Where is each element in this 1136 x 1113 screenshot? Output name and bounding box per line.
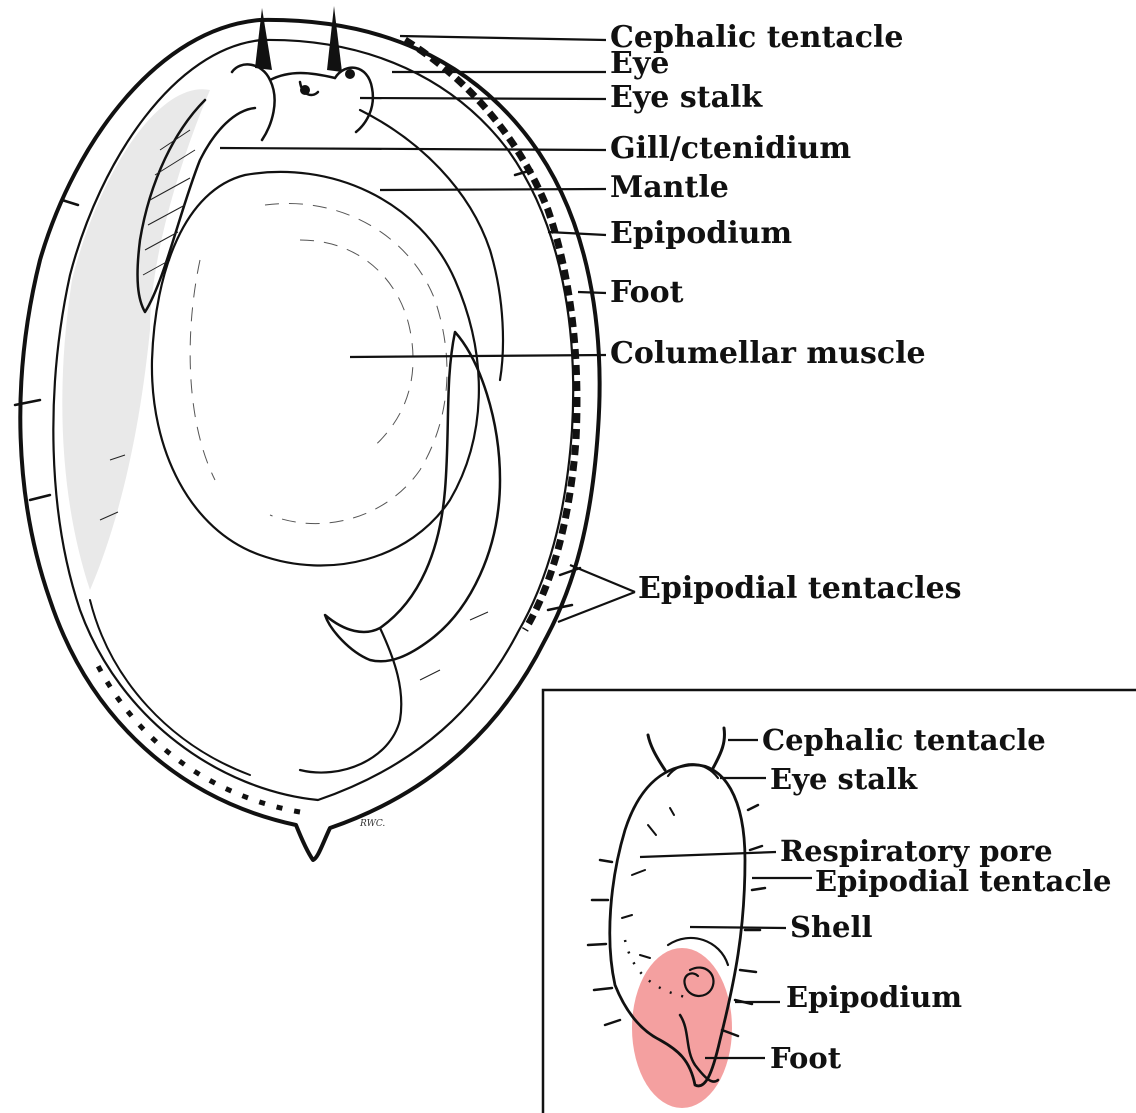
inset-label-eye-stalk: Eye stalk (770, 762, 918, 796)
inset-label-epipodium: Epipodium (786, 980, 962, 1014)
inset-label-epipodial-tentacle: Epipodial tentacle (815, 864, 1111, 898)
label-epipodium: Epipodium (610, 216, 792, 251)
abalone-ventral-view: RWC. (15, 6, 600, 860)
label-foot: Foot (610, 275, 684, 310)
main-labels: Cephalic tentacle Eye Eye stalk Gill/cte… (610, 20, 962, 606)
label-eye: Eye (610, 46, 669, 81)
label-gill: Gill/ctenidium (610, 131, 851, 166)
artist-signature: RWC. (359, 819, 385, 829)
label-eye-stalk: Eye stalk (610, 80, 763, 115)
inset-label-foot: Foot (770, 1041, 842, 1075)
inset-label-respiratory-pore: Respiratory pore (780, 834, 1053, 868)
label-epipodial-tentacles: Epipodial tentacles (638, 571, 962, 606)
main-leader-lines (220, 36, 635, 622)
inset-label-cephalic-tentacle: Cephalic tentacle (762, 723, 1046, 757)
label-mantle: Mantle (610, 170, 729, 205)
label-columellar-muscle: Columellar muscle (610, 336, 926, 371)
foot-highlight (632, 948, 732, 1108)
inset-label-shell: Shell (790, 910, 873, 944)
